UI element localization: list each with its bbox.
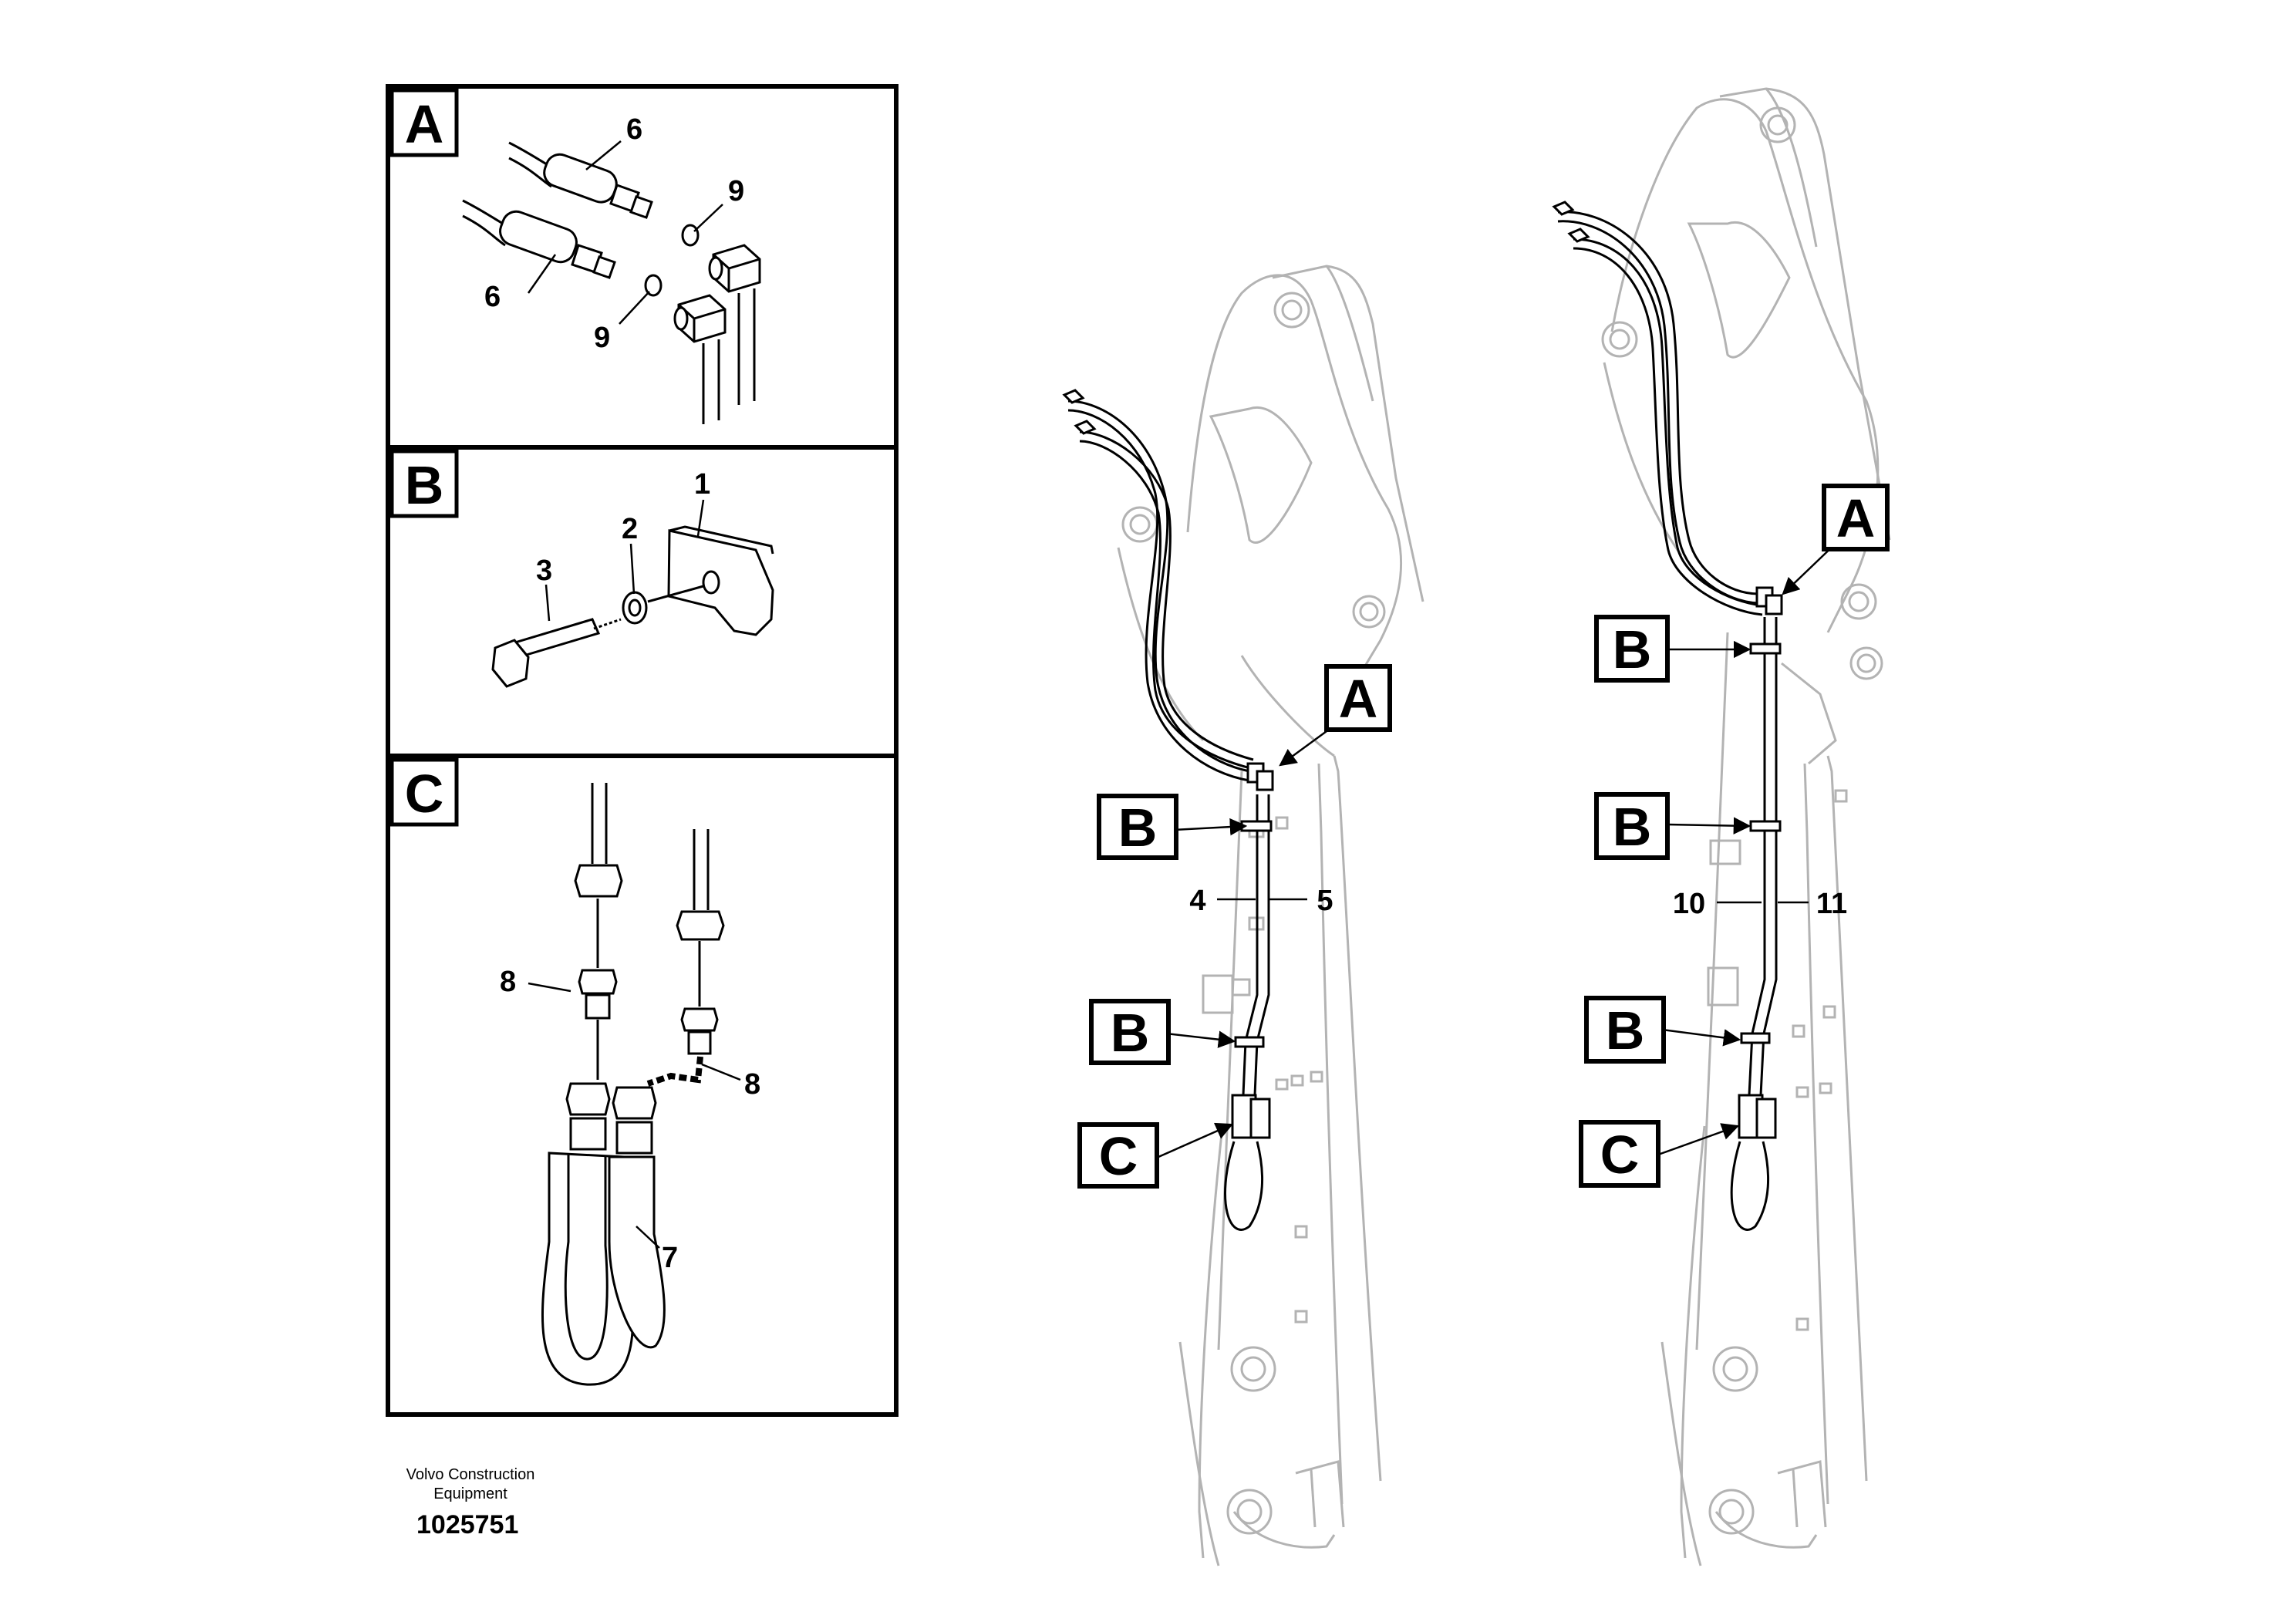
arm-left: A B B C 4 5	[1062, 265, 1424, 1566]
callout-9-bottom: 9	[594, 322, 610, 354]
panel-c-leaders	[528, 982, 741, 1249]
callout-8-left: 8	[500, 966, 516, 998]
arm-right: A B B B C 10 11	[1552, 87, 1891, 1566]
panel-a-letter-box	[389, 88, 459, 157]
panel-b-leaders	[544, 499, 705, 622]
callout-3: 3	[536, 555, 552, 587]
arm-left-leaders	[1158, 717, 1344, 1158]
arm-right-label-b-top: B	[1613, 619, 1652, 679]
arm-right-label-b-mid: B	[1613, 797, 1652, 857]
callout-8-right: 8	[744, 1068, 760, 1101]
arm-left-label-c: C	[1099, 1126, 1138, 1186]
callout-7: 7	[662, 1242, 678, 1274]
footer-company-line1: Volvo Construction	[406, 1466, 535, 1483]
panel-a: A	[389, 88, 761, 424]
panel-a-leaders	[527, 140, 723, 325]
panel-a-letter: A	[405, 94, 444, 154]
arm-right-hoses	[1552, 201, 1783, 1231]
arm-left-body	[1117, 265, 1424, 1566]
arm-left-hoses	[1062, 389, 1274, 1231]
footer-company-line2: Equipment	[433, 1485, 507, 1502]
footer-company: Volvo Construction Equipment	[389, 1465, 551, 1504]
panel-b-letter-box	[389, 449, 459, 518]
arm-left-label-b-top: B	[1118, 798, 1158, 858]
callout-10: 10	[1673, 888, 1705, 920]
arm-right-label-a: A	[1836, 488, 1876, 548]
panels-frame	[386, 84, 899, 1417]
callout-1: 1	[694, 468, 710, 501]
callout-2: 2	[622, 513, 638, 545]
arm-left-label-boxes	[1077, 664, 1392, 1189]
callout-5: 5	[1317, 885, 1333, 917]
panel-c-letter-box	[389, 757, 459, 827]
panel-c-hose-illustration	[541, 783, 725, 1386]
panel-c: C	[389, 757, 760, 1386]
callout-6-top: 6	[626, 113, 642, 146]
panel-b-clamp-illustration	[491, 525, 774, 688]
panel-c-letter: C	[405, 764, 444, 824]
callout-11: 11	[1816, 888, 1847, 920]
footer-drawing-number: 1025751	[416, 1510, 519, 1539]
callout-6-bottom: 6	[484, 281, 501, 313]
arm-right-leaders	[1657, 539, 1840, 1156]
arm-left-label-b-bottom: B	[1111, 1003, 1150, 1063]
arm-right-label-c: C	[1600, 1125, 1640, 1185]
panel-b-letter: B	[405, 455, 444, 515]
detail-panels	[386, 84, 899, 1417]
panel-b: B 1 2 3	[389, 449, 774, 688]
arm-right-label-b-bottom: B	[1606, 1000, 1645, 1061]
arm-right-label-boxes	[1579, 484, 1890, 1188]
arm-right-body	[1601, 87, 1891, 1566]
callout-4: 4	[1189, 885, 1205, 917]
panel-a-hoses-illustration	[462, 141, 761, 424]
arm-left-label-a: A	[1339, 669, 1378, 729]
callout-9-top: 9	[728, 175, 744, 207]
